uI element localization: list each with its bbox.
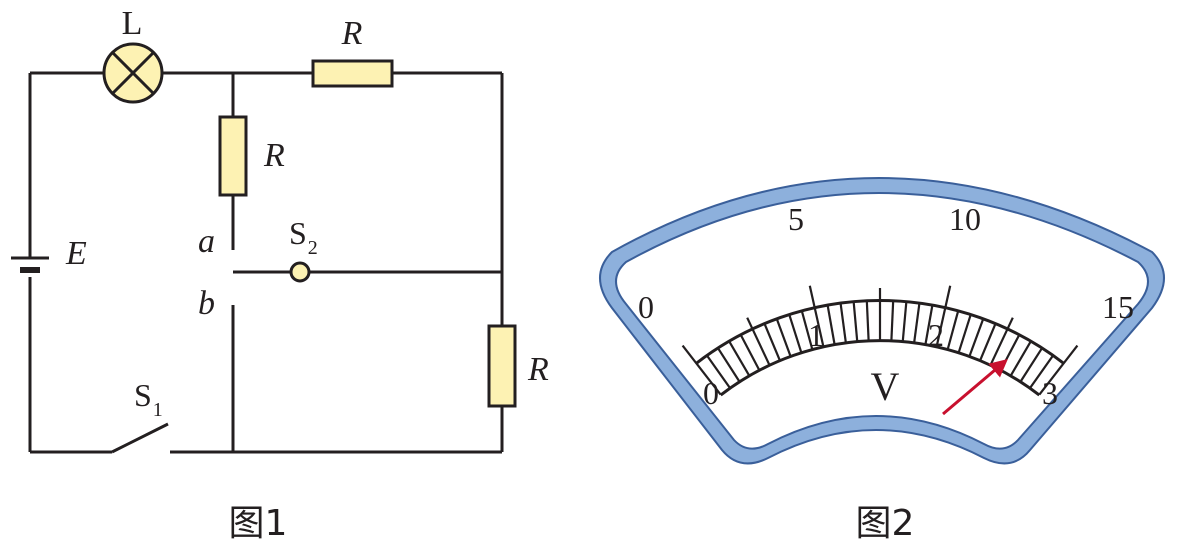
lamp-l	[102, 42, 164, 104]
upper-scale-0: 0	[638, 289, 654, 325]
resistor-top-label: R	[341, 15, 363, 52]
battery-e	[11, 256, 49, 273]
lower-scale-3: 3	[1042, 375, 1058, 411]
scale-tick	[924, 304, 934, 345]
scale-tick	[979, 322, 997, 361]
scale-tick	[775, 318, 792, 357]
lower-scale-1: 1	[808, 317, 824, 353]
lower-scale-0: 0	[703, 375, 719, 411]
scale-tick	[913, 302, 921, 343]
voltmeter: 0 5 10 15 0 1 2 3 V	[599, 177, 1165, 465]
scale-tick	[788, 313, 803, 353]
scale-tick	[1038, 344, 1079, 396]
scale-tick	[1029, 354, 1055, 389]
scale-tick	[808, 285, 825, 347]
switch-s1-blade	[111, 422, 169, 454]
resistor-right-label: R	[527, 351, 549, 388]
scale-tick	[1019, 347, 1044, 382]
scale-tick	[865, 300, 870, 341]
scale-tick	[826, 304, 836, 345]
scale-tick	[727, 340, 751, 376]
lower-scale-2: 2	[928, 317, 944, 353]
resistor-right	[487, 324, 517, 408]
meter-face	[615, 192, 1149, 450]
scale-tick	[957, 313, 972, 353]
scale-tick	[716, 347, 741, 382]
switch-s2-label: S2	[289, 215, 318, 259]
terminal-a-label: a	[198, 223, 215, 260]
meter-pointer	[942, 359, 1008, 416]
resistor-top	[311, 59, 394, 88]
figure1-caption: 图1	[229, 503, 288, 544]
circuit-diagram: L R R R E a b S2 S1	[11, 5, 549, 454]
resistor-middle-label: R	[263, 137, 285, 174]
scale-tick	[968, 318, 985, 357]
scale-tick	[946, 310, 960, 350]
battery-label: E	[65, 235, 87, 272]
switch-s2-pivot	[289, 261, 311, 283]
scale-tick	[739, 333, 761, 371]
scale-tick	[800, 310, 814, 350]
scale-tick	[935, 285, 952, 347]
scale-tick	[746, 317, 771, 366]
meter-symbol: V	[871, 364, 900, 409]
scale-ticks	[681, 285, 1079, 396]
terminal-b-label: b	[198, 285, 215, 322]
upper-scale-15: 15	[1102, 289, 1134, 325]
scale-tick	[852, 301, 859, 342]
scale-tick	[890, 300, 895, 341]
upper-scale-10: 10	[949, 201, 981, 237]
scale-tick	[901, 301, 908, 342]
resistor-middle	[218, 115, 248, 197]
lamp-label: L	[122, 5, 143, 42]
scale-tick	[763, 322, 781, 361]
switch-s1-label: S1	[134, 377, 163, 421]
scale-tick	[989, 317, 1014, 366]
scale-tick	[681, 344, 722, 396]
scale-tick	[1009, 340, 1033, 376]
scale-tick	[705, 354, 731, 389]
upper-scale-5: 5	[788, 201, 804, 237]
figure2-caption: 图2	[856, 503, 915, 544]
scale-tick	[839, 302, 847, 343]
